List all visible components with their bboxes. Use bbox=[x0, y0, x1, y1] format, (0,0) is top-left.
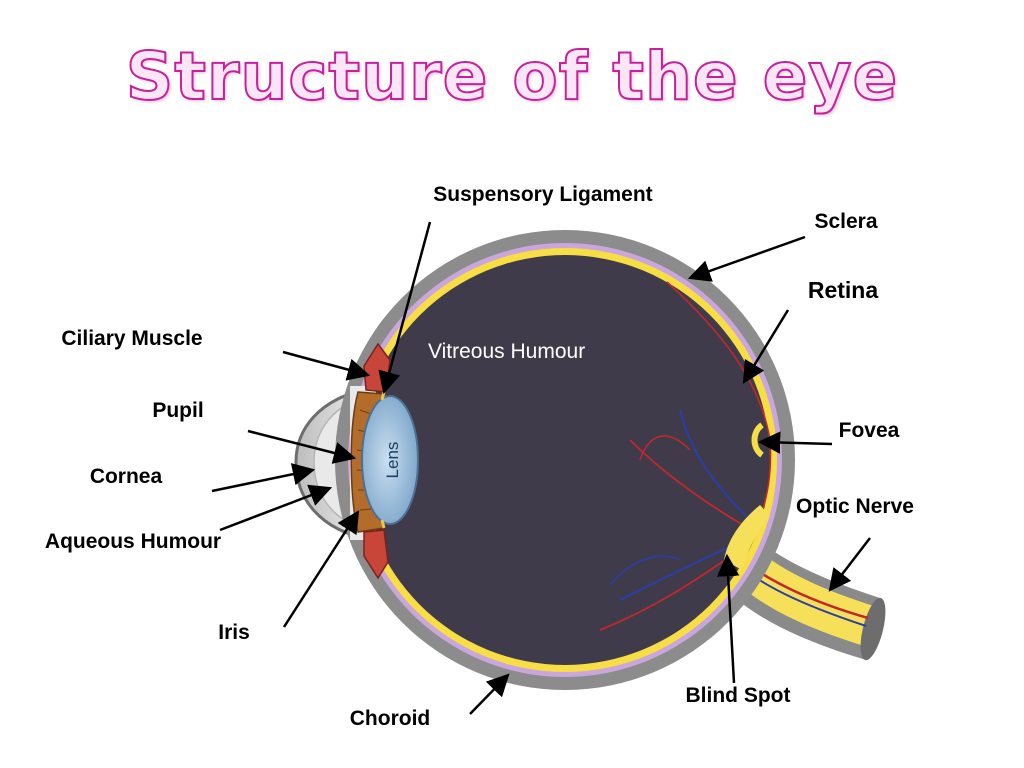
arrow-fovea bbox=[757, 431, 833, 454]
label-retina: Retina bbox=[808, 277, 879, 303]
arrow-cornea bbox=[211, 463, 316, 493]
lens bbox=[361, 395, 419, 525]
label-optic-nerve: Optic Nerve bbox=[796, 495, 914, 518]
label-cornea: Cornea bbox=[90, 465, 163, 488]
arrow-iris bbox=[282, 510, 360, 628]
arrow-pupil bbox=[247, 429, 357, 464]
lens-label: Lens bbox=[383, 442, 402, 479]
arrow-ciliary-muscle bbox=[282, 350, 371, 381]
label-pupil: Pupil bbox=[152, 399, 203, 422]
label-ciliary-muscle: Ciliary Muscle bbox=[61, 327, 202, 350]
arrow-suspensory-ligament bbox=[378, 221, 432, 395]
ciliary-muscle-bottom bbox=[363, 529, 389, 580]
arrow-sclera bbox=[687, 235, 806, 282]
blind-spot bbox=[724, 505, 770, 570]
label-sclera: Sclera bbox=[814, 210, 877, 233]
label-choroid: Choroid bbox=[350, 707, 430, 730]
vitreous-humour-label: Vitreous Humour bbox=[428, 340, 585, 363]
vitreous-humour bbox=[360, 255, 770, 665]
arrow-optic-nerve bbox=[828, 537, 871, 592]
optic-nerve-end bbox=[860, 597, 886, 661]
page-title: Structure of the eye bbox=[125, 37, 899, 116]
label-blind-spot: Blind Spot bbox=[686, 684, 791, 707]
arrow-retina bbox=[742, 309, 790, 384]
label-aqueous-humour: Aqueous Humour bbox=[45, 530, 221, 553]
arrow-blind-spot bbox=[716, 553, 740, 684]
fovea-line bbox=[666, 281, 772, 521]
label-fovea: Fovea bbox=[839, 419, 900, 442]
arrow-aqueous-humour bbox=[219, 484, 333, 532]
arrow-choroid bbox=[469, 673, 510, 715]
label-suspensory-ligament: Suspensory Ligament bbox=[433, 183, 652, 206]
label-iris: Iris bbox=[218, 621, 250, 644]
